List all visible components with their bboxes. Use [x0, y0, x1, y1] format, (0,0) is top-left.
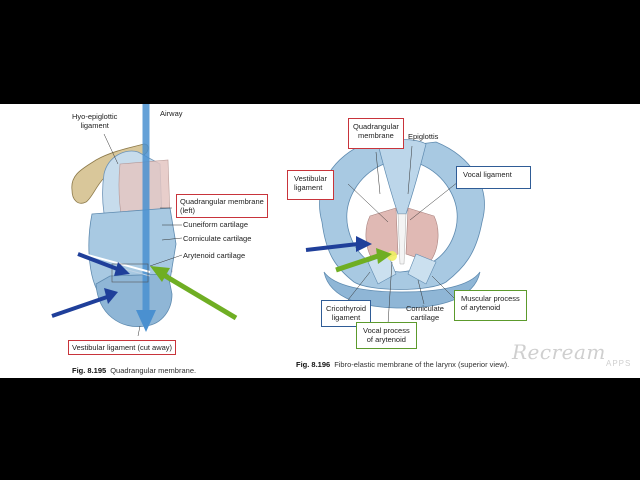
label-quadrangular-membrane: Quadrangular membrane: [348, 118, 404, 149]
inset-box: [111, 263, 149, 283]
watermark-sub: APPS: [606, 359, 632, 368]
label-airway: Airway: [160, 109, 183, 118]
label-arytenoid-cartilage: Arytenoid cartilage: [183, 251, 246, 260]
left-larynx-illustration: [51, 104, 238, 337]
right-larynx-illustration: [305, 139, 485, 325]
label-muscular-process: Muscular process of arytenoid: [454, 290, 527, 321]
right-green-arrow: [335, 253, 379, 273]
label-vocal-ligament: Vocal ligament: [456, 166, 531, 189]
quadrangular-membrane-right: [405, 207, 439, 263]
illustration: [51, 104, 485, 337]
caption-text: Fibro-elastic membrane of the larynx (su…: [334, 360, 510, 369]
label-quadrangular-membrane-left: Quadrangular membrane (left): [176, 194, 268, 218]
left-blue-arrow-upper: [77, 252, 121, 272]
label-corniculate-cartilage: Corniculate cartilage: [183, 234, 252, 243]
epiglottis: [377, 139, 427, 215]
right-blue-arrow: [305, 242, 359, 252]
caption-number: Fig. 8.195: [72, 366, 107, 375]
thyroid-ring: [319, 141, 485, 290]
left-green-arrow: [160, 271, 238, 321]
caption-text: Quadrangular membrane.: [110, 366, 197, 375]
airway-arrow-head: [136, 310, 156, 332]
label-vestibular-ligament-cut-away: Vestibular ligament (cut away): [68, 340, 177, 355]
label-vestibular-ligament: Vestibular ligament: [287, 170, 334, 200]
label-cuneiform-cartilage: Cuneiform cartilage: [183, 220, 249, 229]
label-corniculate-cartilage-right: Corniculate cartilage: [406, 304, 444, 322]
arytenoid-right: [407, 253, 437, 285]
label-epiglottis: Epiglottis: [408, 132, 439, 141]
caption-number: Fig. 8.196: [296, 360, 331, 369]
left-blue-arrow-lower: [51, 294, 111, 318]
figure-panel: Hyo-epiglottic ligament Airway Quadrangu…: [0, 104, 640, 378]
label-vocal-process: Vocal process of arytenoid: [356, 322, 417, 349]
watermark-brand: Recream: [512, 340, 606, 364]
label-hyo-epiglottic-ligament: Hyo-epiglottic ligament: [72, 112, 118, 130]
